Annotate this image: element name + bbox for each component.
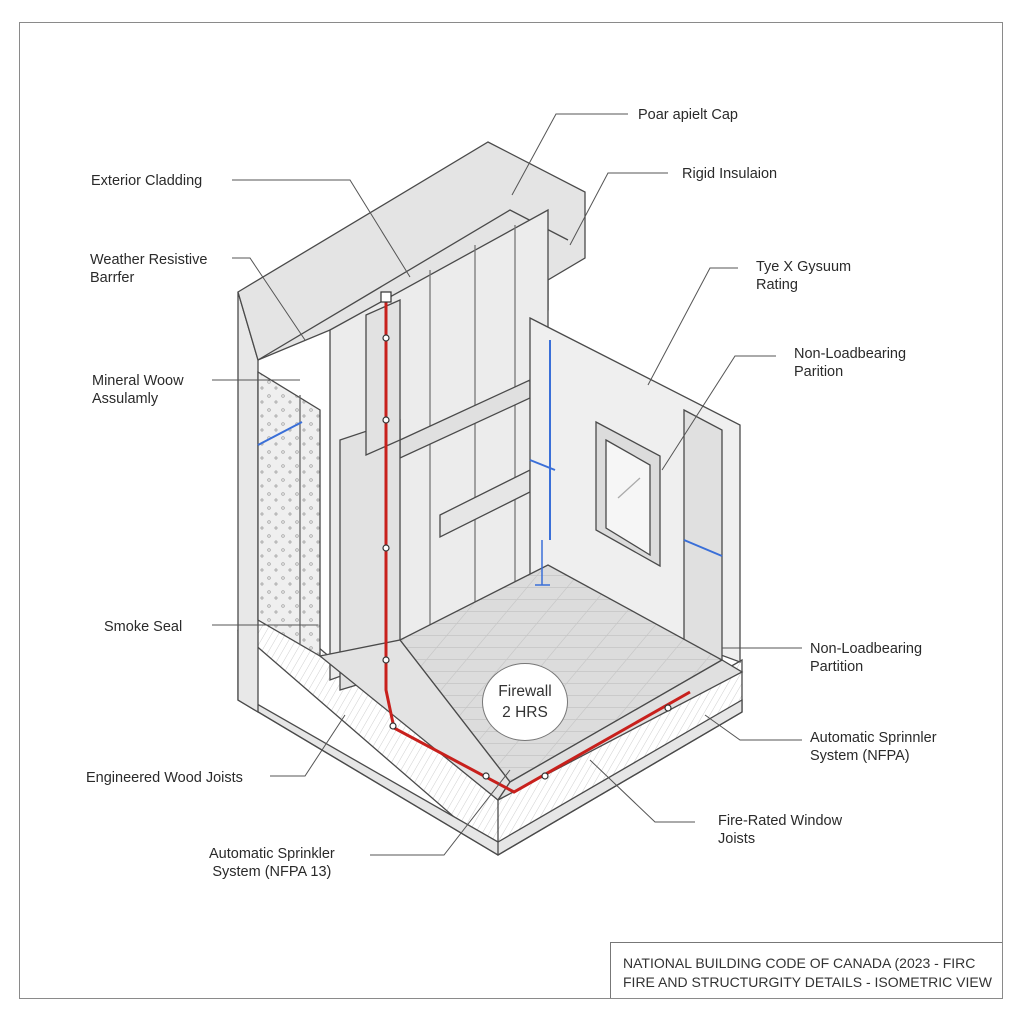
sprinkler-fittings — [380, 291, 672, 780]
label-partition-lower: Non-Loadbearing Partition — [810, 641, 923, 675]
label-type-x-gypsum: Tye X Gysuum Rating — [756, 259, 852, 293]
label-rigid-insulation: Rigid Insulaion — [682, 166, 778, 182]
sprinkler-head — [535, 540, 550, 586]
title-block-line1: NATIONAL BUILDING CODE OF CANADA (2023 -… — [623, 955, 976, 971]
label-fire-rated-window: Fire-Rated Window Joists — [718, 813, 843, 847]
label-smoke-seal: Smoke Seal — [104, 619, 183, 635]
label-sprinkler-right: Automatic Sprinnler System (NFPA) — [810, 730, 937, 764]
right-wall — [529, 316, 741, 663]
label-sprinkler-bottom: Automatic Sprinkler System (NFPA 13) — [209, 846, 335, 880]
label-weather-barrier: Weather Resistive Barrfer — [90, 252, 208, 286]
label-engineered-joists: Engineered Wood Joists — [86, 770, 243, 786]
leader-lines — [212, 113, 802, 856]
blue-sealant-lines — [257, 340, 723, 557]
title-block-line2: FIRE AND STRUCTURGITY DETAILS - ISOMETRI… — [623, 974, 992, 990]
firewall-rating-badge: Firewall 2 HRS — [482, 663, 568, 741]
firewall-label: Firewall — [498, 683, 552, 700]
label-parapet-cap: Poar apielt Cap — [638, 107, 738, 123]
title-block: NATIONAL BUILDING CODE OF CANADA (2023 -… — [610, 942, 1002, 998]
label-exterior-cladding: Exterior Cladding — [91, 173, 203, 189]
label-mineral-wool: Mineral Woow Assulamly — [92, 373, 184, 407]
label-partition-upper: Non-Loadbearing Parition — [794, 346, 907, 380]
firewall-hours: 2 HRS — [502, 704, 548, 721]
